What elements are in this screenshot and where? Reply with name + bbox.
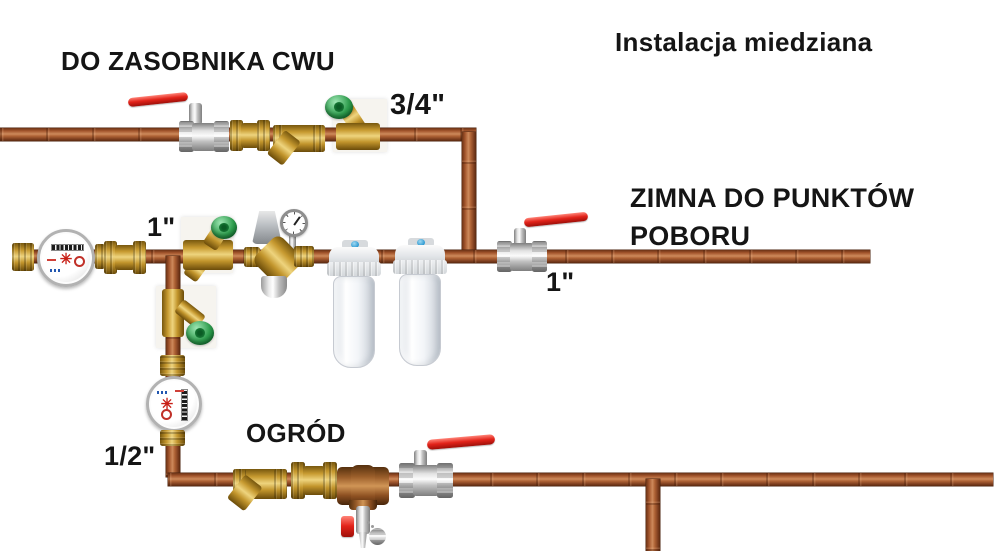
- union-nut: [133, 241, 146, 274]
- compression-union-garden: [303, 466, 325, 495]
- valve-end-nut: [399, 463, 415, 498]
- compression-union-main: [115, 245, 135, 270]
- red-lever: [523, 211, 589, 228]
- slant-valve-hot: [336, 123, 380, 150]
- meter-blue-marks: [157, 391, 167, 394]
- filter-head: [395, 245, 445, 263]
- meter-coupling: [160, 355, 185, 376]
- drain-valve: [356, 506, 370, 534]
- meter-register: [51, 244, 84, 251]
- red-lever: [426, 434, 496, 450]
- chain-link: [367, 521, 370, 524]
- label-cold-line1: ZIMNA DO PUNKTÓW: [630, 183, 915, 213]
- pipe-riser-cold: [462, 132, 476, 256]
- meter-star-icon: ✳: [160, 396, 174, 413]
- union-nut: [291, 462, 305, 499]
- compression-union-hot: [241, 123, 259, 148]
- reducer-bell: [261, 276, 287, 298]
- green-handwheel: [211, 216, 237, 239]
- ball-valve-garden: [413, 465, 439, 496]
- gauge-stem: [289, 234, 296, 250]
- reducer-nut: [294, 246, 314, 267]
- green-handwheel: [186, 321, 214, 345]
- valve-stem: [189, 103, 202, 125]
- strainer-nut: [274, 469, 287, 499]
- valve-stem: [514, 228, 526, 247]
- valve-end-nut: [437, 463, 453, 498]
- meter-coupling: [95, 244, 105, 269]
- water-filter-2: [393, 238, 447, 366]
- drain-spout: [359, 532, 367, 548]
- meter-brand: [175, 390, 184, 392]
- drain-cap: [369, 528, 386, 545]
- label-dhw-tank: DO ZASOBNIKA CWU: [61, 46, 335, 76]
- tee-branch: [349, 500, 377, 510]
- label-size-top: 3/4": [390, 89, 446, 121]
- filter-collar: [393, 260, 447, 274]
- gauge-needle: [293, 216, 301, 226]
- green-handwheel: [325, 95, 353, 119]
- red-lever: [127, 91, 189, 108]
- filter-bowl: [333, 276, 375, 368]
- valve-end-nut: [532, 241, 547, 272]
- meter-star-icon: ✳: [59, 251, 73, 268]
- page-title: Instalacja miedziana: [615, 27, 873, 57]
- label-size-mid-right: 1": [546, 267, 575, 297]
- label-size-garden: 1/2": [104, 441, 156, 471]
- union-nut: [104, 241, 117, 274]
- union-nut: [257, 120, 270, 151]
- strainer-nut: [313, 125, 325, 152]
- filter-bowl: [399, 274, 441, 366]
- pipe-drop-right: [646, 479, 660, 551]
- meter-register: [181, 389, 188, 421]
- meter-subdial: [161, 409, 172, 420]
- filter-collar: [327, 262, 381, 276]
- meter-subdial: [74, 256, 85, 267]
- ball-valve-hot: [192, 123, 216, 151]
- label-cold-line2: POBORU: [630, 221, 751, 251]
- valve-end-nut: [179, 121, 194, 152]
- label-size-mid-left: 1": [147, 212, 176, 242]
- meter-blue-marks: [50, 269, 62, 272]
- water-filter-1: [327, 240, 381, 368]
- union-nut: [323, 462, 337, 499]
- filter-vent-button: [351, 241, 359, 248]
- meter-coupling: [160, 430, 185, 446]
- water-meter-main: ✳: [37, 229, 95, 287]
- meter-coupling: [12, 243, 34, 271]
- valve-end-nut: [214, 121, 229, 152]
- slant-valve-garden: [162, 289, 184, 337]
- label-garden: OGRÓD: [246, 418, 346, 448]
- filter-vent-button: [417, 239, 425, 246]
- drain-valve-handle: [341, 516, 354, 537]
- water-meter-garden: ✳: [146, 376, 202, 432]
- valve-stem: [414, 450, 427, 469]
- valve-end-nut: [497, 241, 512, 272]
- pressure-gauge: [280, 209, 308, 237]
- union-nut: [230, 120, 243, 151]
- meter-brand: [47, 259, 56, 261]
- chain-link: [371, 525, 374, 528]
- ball-valve-cold: [510, 243, 534, 271]
- filter-head: [329, 247, 379, 265]
